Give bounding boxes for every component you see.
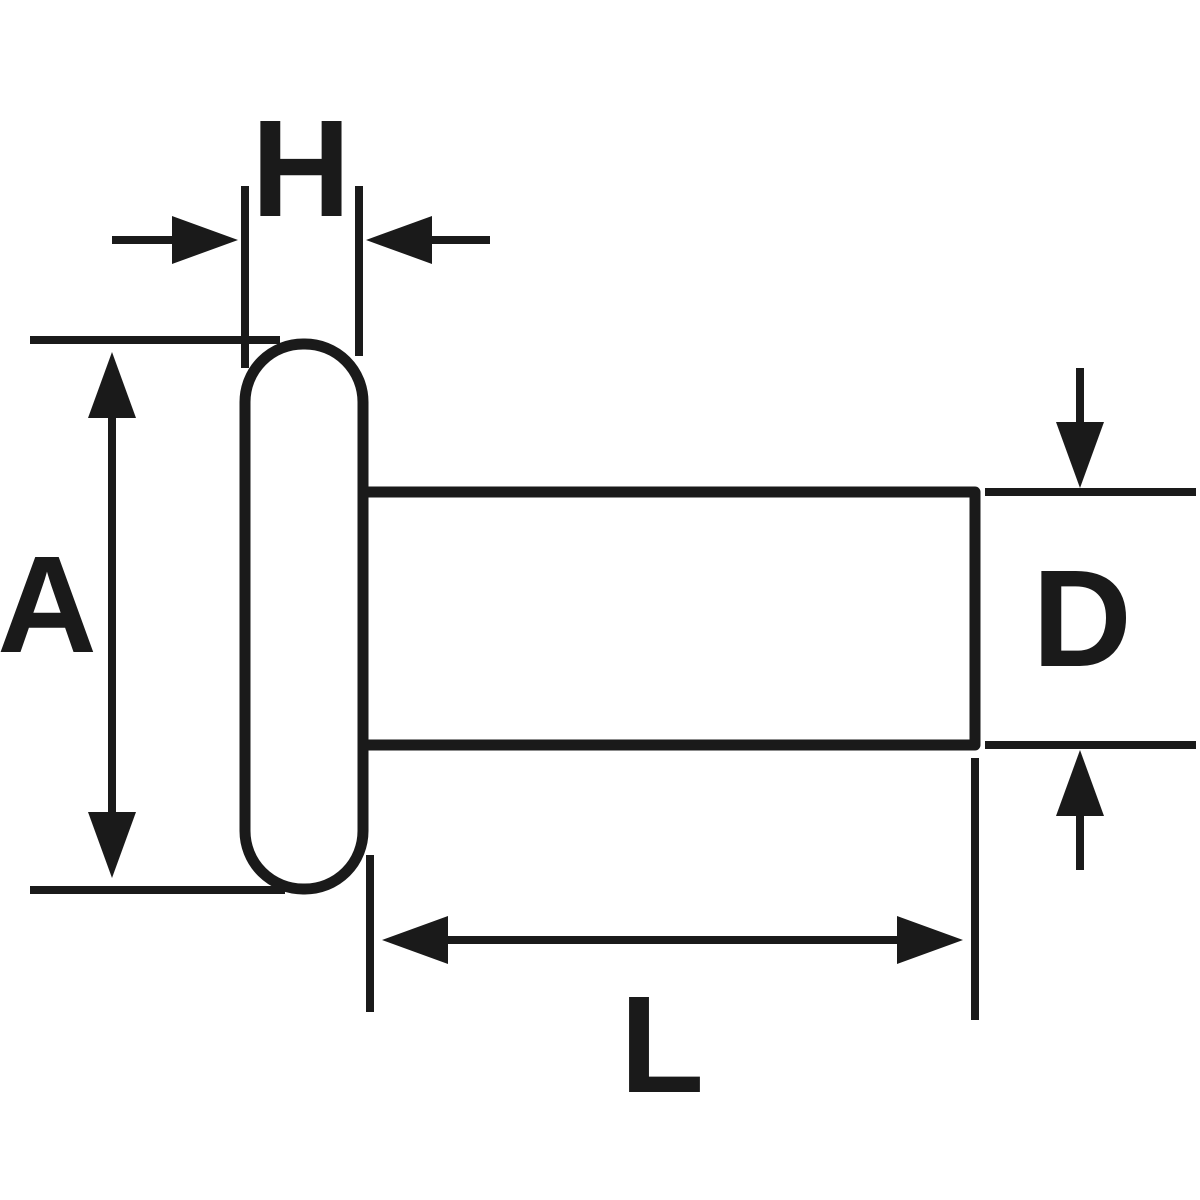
dimension-a: A	[0, 336, 285, 894]
arrow-up-icon	[88, 352, 136, 418]
rivet-part	[239, 338, 981, 895]
dimension-h: H	[112, 92, 490, 368]
dimension-d: D	[985, 368, 1196, 870]
dim-label-d: D	[1032, 542, 1132, 696]
arrow-down-icon	[88, 812, 136, 878]
arrow-right-icon	[897, 916, 963, 964]
dimension-l: L	[366, 758, 979, 1122]
rivet-head	[239, 338, 369, 895]
arrow-left-icon	[366, 216, 432, 264]
arrow-up-icon	[1056, 750, 1104, 816]
arrow-down-icon	[1056, 422, 1104, 488]
arrow-left-icon	[382, 916, 448, 964]
dim-label-a: A	[0, 528, 97, 682]
dim-label-h: H	[251, 92, 351, 246]
dim-label-l: L	[620, 968, 704, 1122]
rivet-shank	[357, 486, 981, 751]
arrow-right-icon	[172, 216, 238, 264]
